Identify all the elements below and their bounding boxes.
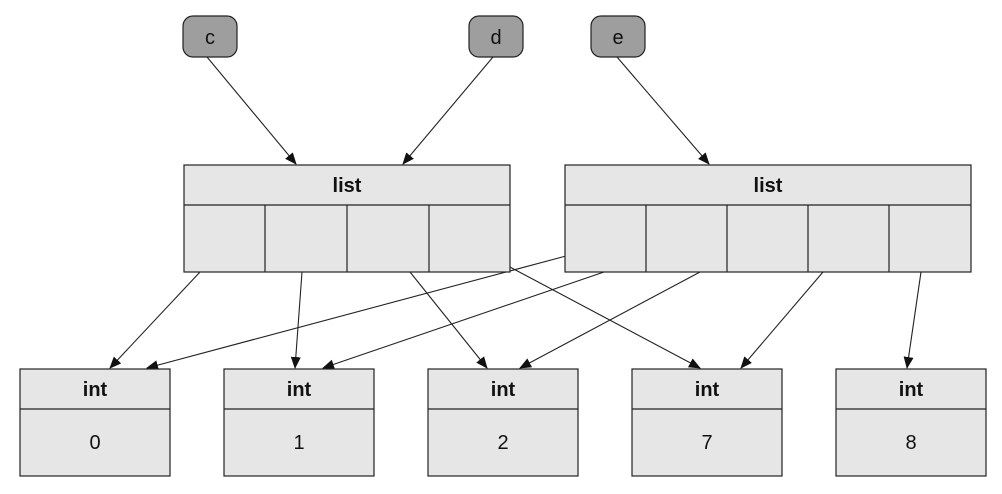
int-object-7: int 7 bbox=[631, 368, 783, 477]
int-7-value: 7 bbox=[701, 432, 712, 454]
arrow-c-to-list1 bbox=[206, 56, 297, 165]
variable-node-c: c bbox=[182, 15, 238, 58]
int-2-value: 2 bbox=[497, 432, 508, 454]
reference-arrows bbox=[109, 56, 922, 370]
int-1-value: 1 bbox=[293, 432, 304, 454]
int-0-value: 0 bbox=[89, 432, 100, 454]
list-1-type-label: list bbox=[333, 175, 362, 197]
arrow-list1-slot3-to-int7 bbox=[507, 265, 701, 369]
arrow-list2-slot3-to-int7 bbox=[740, 271, 824, 369]
int-object-0: int 0 bbox=[19, 368, 171, 477]
int-8-type-label: int bbox=[899, 379, 924, 401]
list-object-2: list bbox=[564, 164, 972, 273]
int-object-1: int 1 bbox=[223, 368, 375, 477]
int-object-2: int 2 bbox=[427, 368, 579, 477]
arrow-list1-slot0-to-int0 bbox=[109, 271, 201, 369]
variable-label-c: c bbox=[205, 27, 215, 49]
int-0-type-label: int bbox=[83, 379, 108, 401]
int-object-8: int 8 bbox=[835, 368, 987, 477]
int-1-type-label: int bbox=[287, 379, 312, 401]
arrow-list1-slot1-to-int1 bbox=[290, 271, 303, 369]
arrow-list2-slot1-to-int1 bbox=[322, 271, 605, 370]
arrow-e-to-list2 bbox=[616, 56, 710, 165]
arrow-list2-slot0-to-int0 bbox=[146, 255, 567, 370]
variable-label-d: d bbox=[490, 27, 501, 49]
variable-node-e: e bbox=[590, 15, 646, 58]
arrow-list2-slot2-to-int2 bbox=[519, 271, 701, 369]
int-2-type-label: int bbox=[491, 379, 516, 401]
arrow-list1-slot2-to-int2 bbox=[409, 271, 488, 369]
arrow-d-to-list1 bbox=[402, 56, 494, 165]
variable-node-d: d bbox=[468, 15, 524, 58]
int-7-type-label: int bbox=[695, 379, 720, 401]
int-8-value: 8 bbox=[905, 432, 916, 454]
list-2-type-label: list bbox=[754, 175, 783, 197]
arrow-list2-slot4-to-int8 bbox=[903, 271, 922, 369]
variable-label-e: e bbox=[612, 27, 623, 49]
list-object-1: list bbox=[183, 164, 511, 273]
